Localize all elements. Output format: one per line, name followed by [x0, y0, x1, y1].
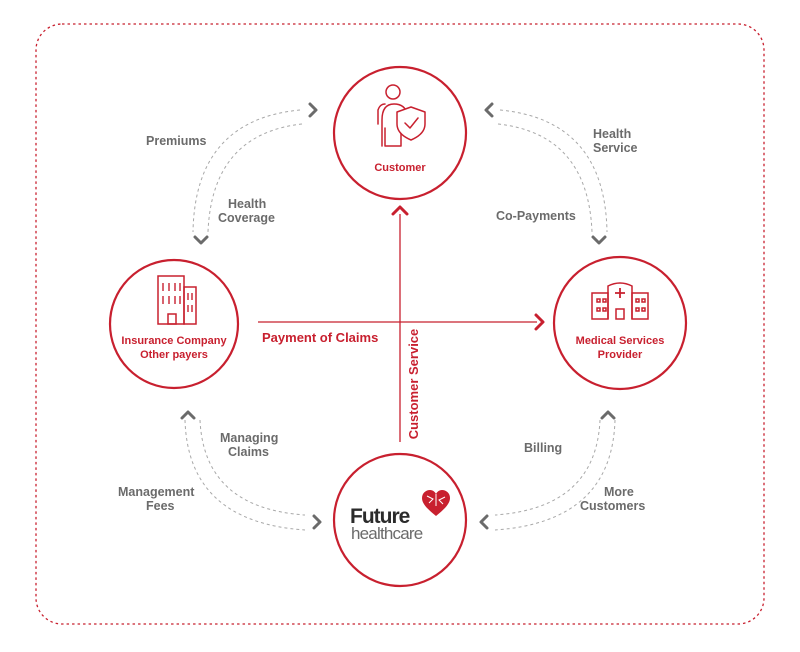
billing-label: Billing [524, 441, 562, 455]
dashed-arcs [184, 109, 616, 531]
node-insurance: Insurance Company Other payers [108, 258, 240, 390]
arc-premiums-inner [207, 123, 303, 233]
hospital-icon [591, 282, 649, 320]
outer-frame [35, 23, 765, 625]
arc-health-service-inner [497, 123, 593, 233]
more-customers-line1: More [604, 485, 634, 499]
premiums-label: Premiums [146, 134, 206, 148]
red-chevrons [391, 205, 545, 331]
arc-premiums-outer [192, 109, 301, 233]
logo-healthcare-text: healthcare [351, 524, 423, 543]
arc-health-service-outer [499, 109, 608, 233]
chevron-right-icon [312, 514, 322, 530]
chevron-up-icon [600, 410, 616, 420]
management-fees-line1: Management [118, 485, 195, 499]
health-service-line2: Service [593, 141, 638, 155]
insurance-label-line1: Insurance Company [121, 335, 227, 347]
insurance-label-line2: Other payers [140, 349, 208, 361]
node-future-healthcare: Future healthcare [332, 452, 468, 588]
logo-future-text: Future [350, 505, 410, 528]
provider-label-line1: Medical Services [576, 335, 665, 347]
heart-logo-icon [422, 490, 450, 516]
chevron-left-icon [484, 102, 494, 118]
health-coverage-line1: Health [228, 197, 266, 211]
arc-management-outer [184, 419, 306, 531]
office-building-icon [157, 275, 197, 325]
chevron-right-icon [534, 313, 545, 331]
provider-label-line2: Provider [598, 349, 643, 361]
chevron-down-icon [193, 235, 209, 245]
management-fees-line2: Fees [146, 499, 175, 513]
arc-billing-inner [494, 419, 601, 516]
red-flows [258, 214, 537, 442]
chevron-up-icon [180, 410, 196, 420]
health-service-line1: Health [593, 127, 631, 141]
arc-management-inner [199, 419, 306, 516]
person-shield-icon [377, 84, 426, 147]
customer-label: Customer [374, 162, 426, 174]
customer-service-label: Customer Service [406, 329, 421, 440]
node-provider: Medical Services Provider [552, 255, 688, 391]
payment-of-claims-label: Payment of Claims [262, 330, 378, 345]
future-circle [332, 452, 468, 588]
flow-labels: Premiums Health Coverage Health Service … [118, 127, 645, 513]
managing-claims-line2: Claims [228, 445, 269, 459]
chevron-left-icon [479, 514, 489, 530]
chevron-right-icon [308, 102, 318, 118]
managing-claims-line1: Managing [220, 431, 278, 445]
grey-chevrons [180, 102, 616, 530]
arc-billing-outer [494, 419, 616, 531]
chevron-up-icon [391, 205, 409, 216]
node-customer: Customer [332, 65, 468, 201]
health-coverage-line2: Coverage [218, 211, 275, 225]
chevron-down-icon [591, 235, 607, 245]
co-payments-label: Co-Payments [496, 209, 576, 223]
more-customers-line2: Customers [580, 499, 645, 513]
provider-circle [552, 255, 688, 391]
